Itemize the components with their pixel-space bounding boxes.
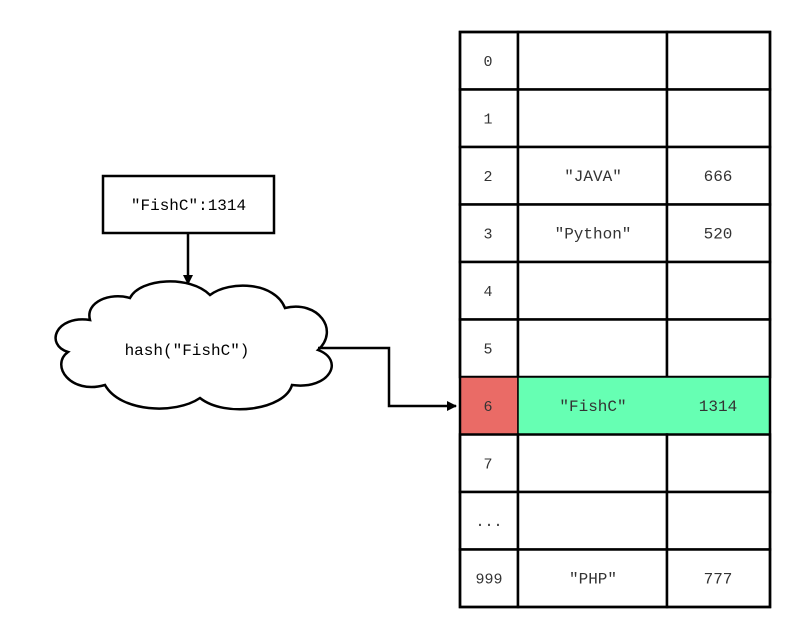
table-row: ...	[458, 490, 772, 551]
table-row: 2 "JAVA" 666	[458, 145, 772, 206]
bucket-value-cell	[665, 433, 772, 494]
bucket-key-cell	[516, 88, 669, 149]
bucket-index: 2	[483, 169, 492, 186]
bucket-value-cell	[665, 203, 772, 264]
table-row: 5	[458, 318, 772, 379]
bucket-value-cell	[665, 548, 772, 609]
table-row: 6 "FishC" 1314	[459, 376, 771, 436]
bucket-index: 5	[483, 341, 492, 358]
bucket-index: 999	[475, 571, 502, 588]
bucket-index: ...	[475, 514, 502, 531]
table-row: 7	[458, 433, 772, 494]
bucket-key-cell	[516, 260, 669, 321]
hash-table: 0 1 2 "JAVA" 666 3 "Python" 520 4 5 6 "FishC" 1314 7.…	[458, 30, 772, 609]
bucket-value-cell	[665, 490, 772, 551]
hash-cloud-label: hash("FishC")	[125, 342, 250, 360]
bucket-key-cell	[516, 433, 669, 494]
table-row: 999 "PHP" 777	[458, 548, 772, 609]
table-row: 3 "Python" 520	[458, 203, 772, 264]
bucket-index: 7	[483, 456, 492, 473]
bucket-key: "Python"	[555, 225, 632, 243]
table-row: 4	[458, 260, 772, 321]
bucket-index: 0	[483, 54, 492, 71]
table-row: 1	[458, 88, 772, 149]
bucket-key: "PHP"	[569, 570, 617, 588]
bucket-value-cell	[665, 88, 772, 149]
bucket-entry-cell-highlight	[517, 376, 771, 436]
bucket-index: 4	[483, 284, 492, 301]
bucket-key-cell	[516, 30, 669, 91]
bucket-value-cell	[665, 260, 772, 321]
input-box-label: "FishC":1314	[131, 197, 246, 215]
bucket-value: 777	[704, 570, 733, 588]
bucket-key-cell	[516, 318, 669, 379]
bucket-key: "FishC"	[559, 398, 626, 416]
bucket-index: 1	[483, 111, 492, 128]
table-border	[458, 30, 772, 609]
input-box: "FishC":1314	[101, 174, 276, 235]
bucket-value: 520	[704, 225, 733, 243]
bucket-index-cell	[458, 318, 520, 379]
table-row: 0	[458, 30, 772, 91]
arrow-cloud-to-bucket	[318, 346, 457, 411]
bucket-index: 6	[483, 399, 492, 416]
bucket-key-cell	[516, 490, 669, 551]
bucket-index-cell	[458, 433, 520, 494]
bucket-key: "JAVA"	[564, 168, 622, 186]
hash-cloud: hash("FishC")	[54, 280, 333, 411]
bucket-value: 666	[704, 168, 733, 186]
bucket-value-cell	[665, 30, 772, 91]
bucket-index: 3	[483, 226, 492, 243]
bucket-value: 1314	[699, 398, 737, 416]
bucket-value-cell	[665, 318, 772, 379]
